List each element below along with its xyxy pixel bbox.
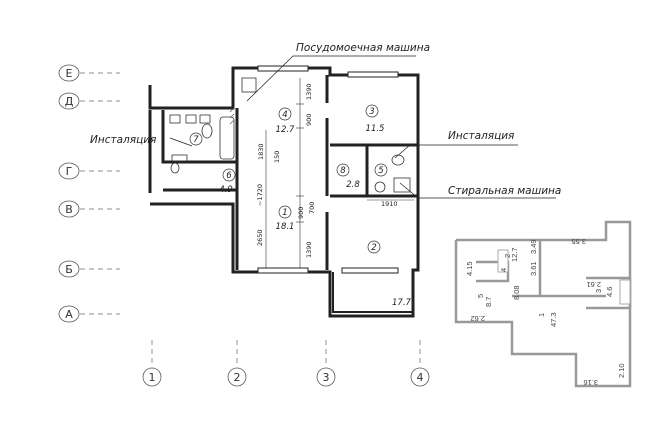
axis-numbers	[142, 367, 430, 387]
axis-label-g: Г	[66, 165, 73, 178]
axis-label-3: 3	[323, 371, 330, 384]
room-6-area: 4.9	[219, 185, 233, 195]
inset-label-8: 5	[476, 294, 485, 298]
room-4-area: 12.7	[276, 125, 296, 135]
room-1-area: 18.1	[276, 222, 295, 232]
dim-1720: ~1720	[256, 184, 264, 206]
axis-label-a: А	[65, 308, 73, 321]
axis-label-e: Е	[66, 67, 73, 80]
inset-label-17: 2.10	[617, 363, 626, 378]
balcony	[332, 272, 414, 313]
dim-900-mid: 900	[297, 207, 305, 219]
inset-label-16: 4.6	[605, 287, 614, 297]
inset-label-7: 4.15	[465, 261, 474, 276]
dim-1390-top: 1390	[305, 83, 313, 100]
inset-label-2: 12.7	[510, 247, 519, 262]
inset-label-3: 2	[503, 254, 512, 258]
callout-dishwasher: Посудомоечная машина	[296, 42, 430, 54]
inset-label-9: 8.7	[484, 297, 493, 307]
room-8-number: 8	[340, 166, 346, 176]
room-4-number: 4	[282, 110, 287, 120]
balcony-area: 17.7	[392, 298, 412, 308]
inset-label-5: 4	[499, 268, 508, 272]
axis-label-d: Д	[65, 95, 74, 108]
inset-label-11: 8.08	[512, 285, 521, 300]
callout-installation-right: Инсталяция	[448, 130, 514, 142]
fixtures	[169, 77, 411, 193]
inset-label-18: 3.16	[583, 378, 598, 387]
room-3-area: 11.5	[366, 124, 385, 134]
plan-walls	[148, 66, 420, 318]
dim-1830: 1830	[257, 143, 265, 160]
axis-letters	[58, 64, 80, 323]
room-3-number: 3	[369, 107, 374, 117]
inset-plan	[454, 220, 632, 388]
inset-label-12: 1	[537, 313, 546, 317]
inset-labels: 3.55 12.7 2 3.49 4 3.61 4.15 5 8.7 2.62 …	[465, 237, 626, 387]
dim-900-top: 900	[305, 114, 313, 126]
dim-2650: 2650	[256, 229, 264, 246]
room-6-number: 6	[226, 171, 232, 181]
room-7-number: 7	[193, 135, 199, 145]
callout-installation-left: Инсталяция	[90, 134, 156, 146]
room-8-area: 2.8	[346, 180, 360, 190]
room-5-number: 5	[378, 166, 383, 176]
inset-label-10: 2.62	[470, 314, 485, 323]
inset-label-14: 2.61	[586, 280, 601, 289]
inset-label-15: 3	[594, 289, 603, 293]
dim-1910: 1910	[381, 200, 398, 208]
axis-label-2: 2	[234, 371, 241, 384]
inset-label-1: 3.55	[571, 237, 586, 246]
dim-150: 150	[273, 151, 281, 163]
inset-label-13: 47.3	[549, 312, 558, 327]
room-1-number: 1	[282, 208, 287, 218]
callout-washing-machine: Стиральная машина	[448, 185, 561, 197]
inset-label-4: 3.49	[529, 239, 538, 254]
axis-label-4: 4	[417, 371, 424, 384]
dim-1390-bottom: 1390	[305, 241, 313, 258]
axis-label-b: Б	[65, 263, 73, 276]
axis-label-1: 1	[149, 371, 156, 384]
axis-label-v: В	[65, 203, 73, 216]
inset-label-6: 3.61	[529, 261, 538, 276]
dim-700: 700	[308, 202, 316, 214]
room-2-number: 2	[371, 243, 376, 253]
